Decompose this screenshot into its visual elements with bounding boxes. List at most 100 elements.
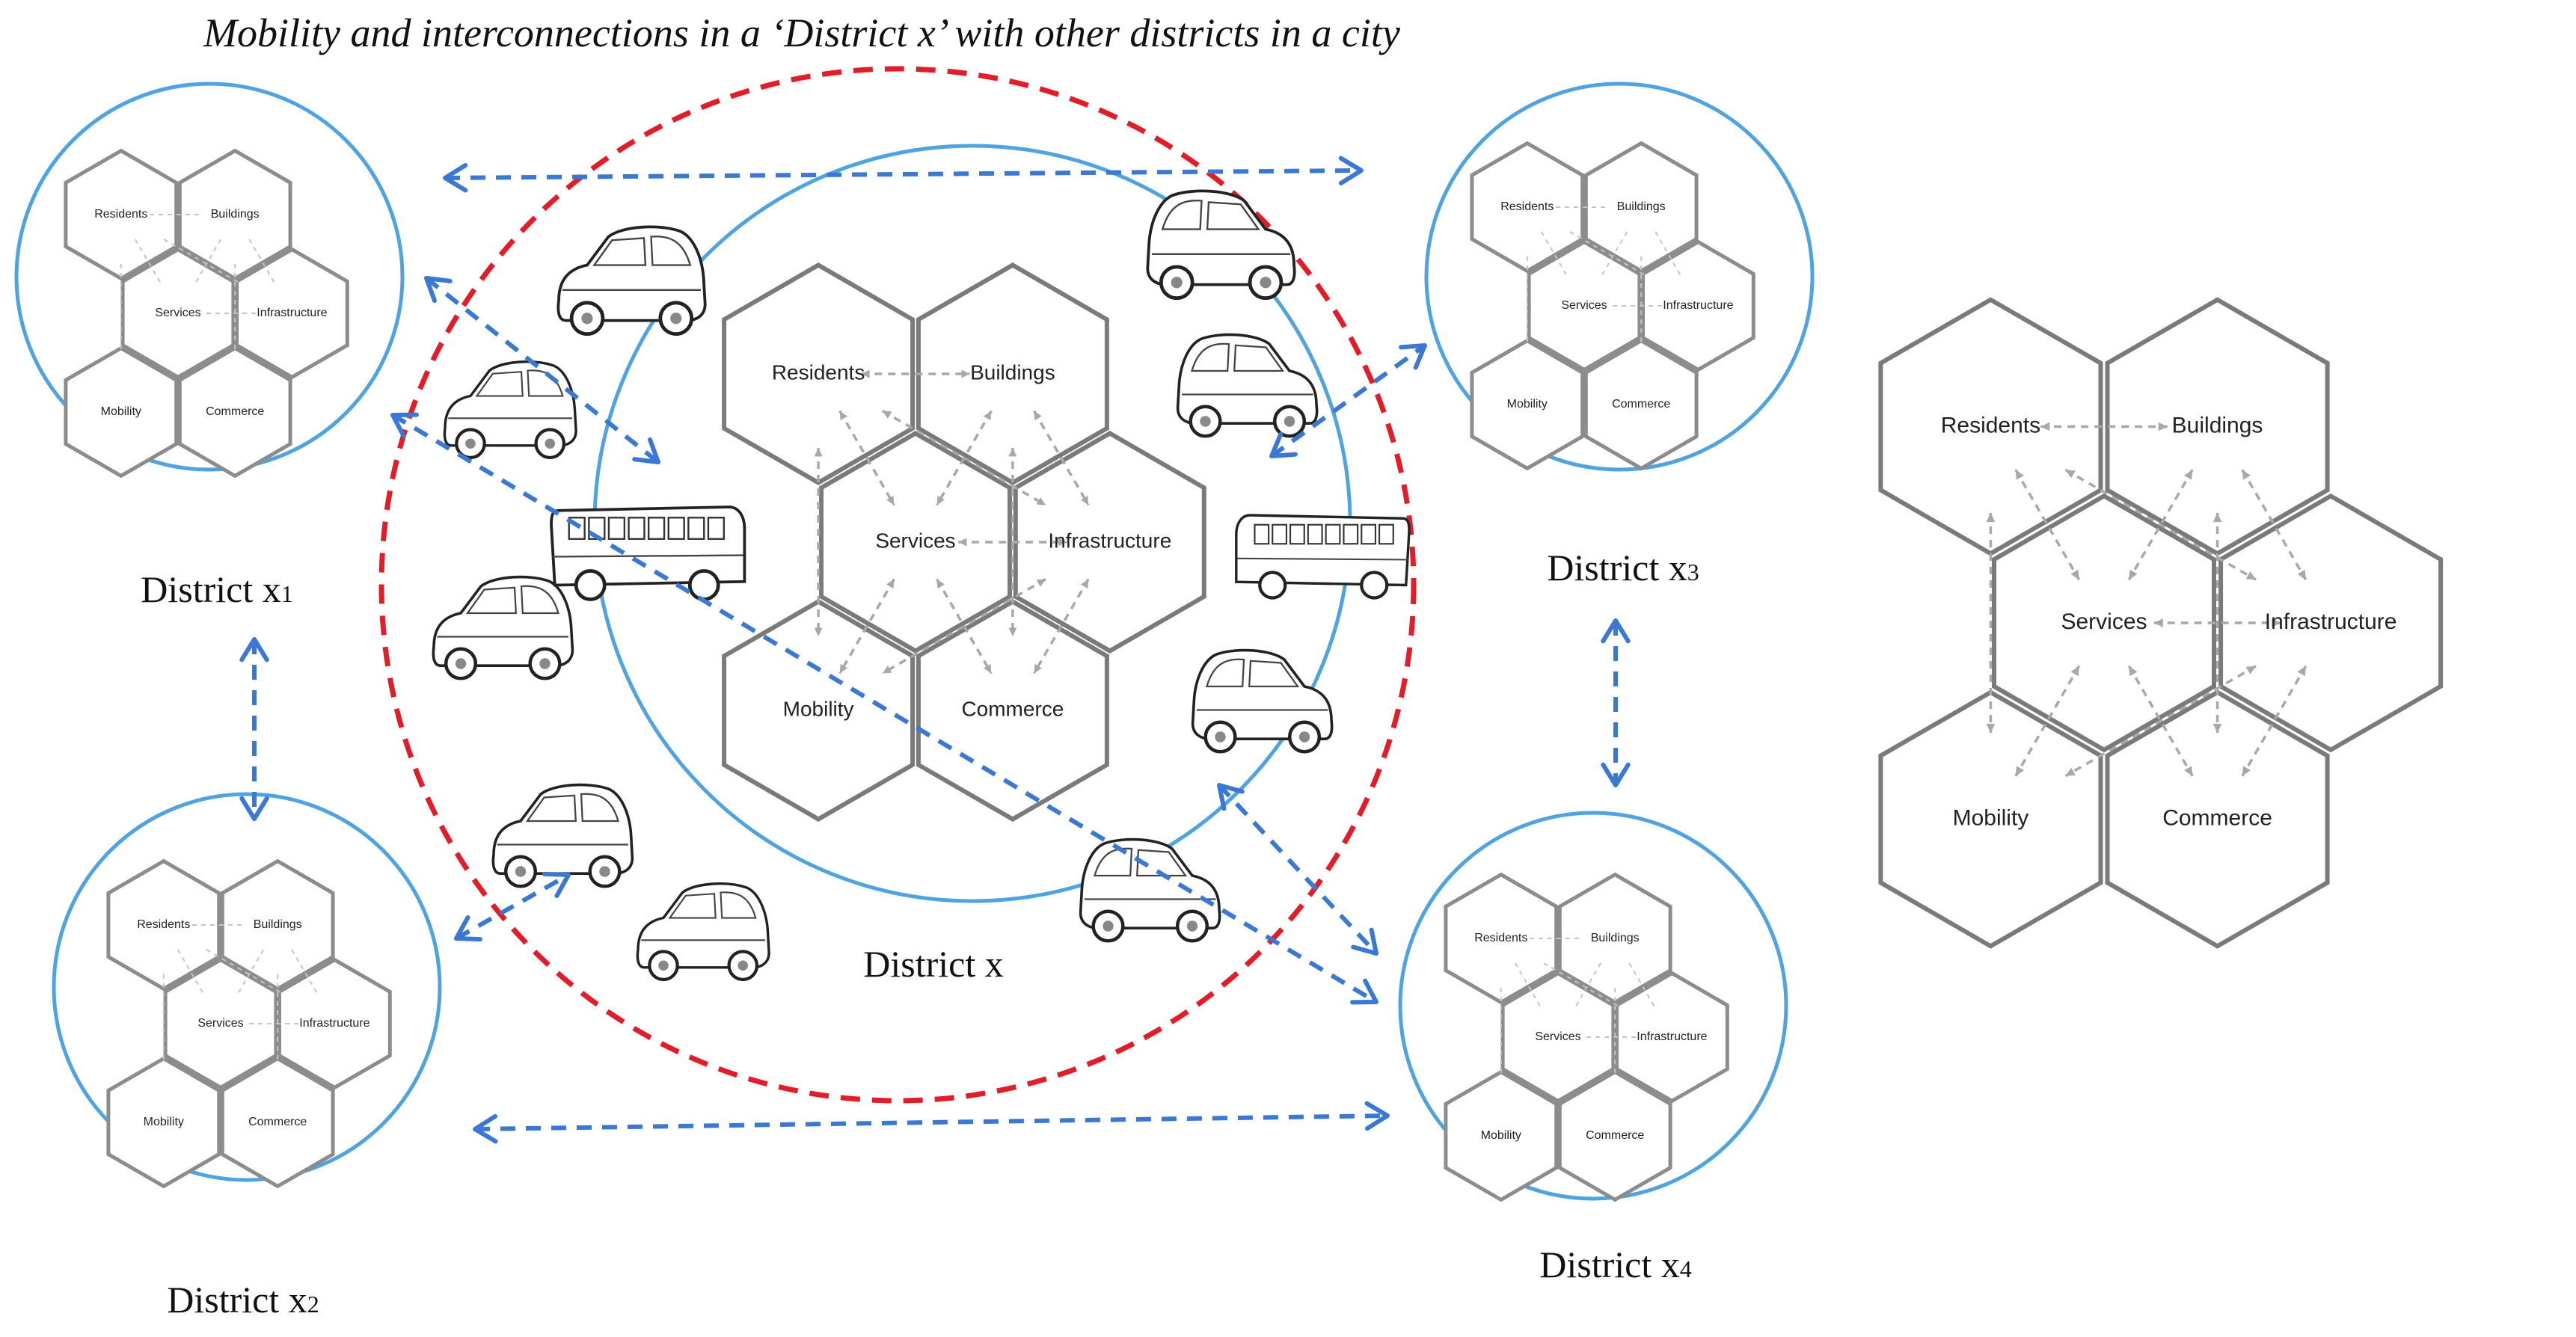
link-arrowhead bbox=[886, 579, 895, 589]
hexagon-buildings bbox=[177, 148, 292, 281]
link-arrowhead bbox=[2015, 766, 2024, 776]
hexagon-services bbox=[1527, 239, 1642, 372]
car-icon bbox=[1176, 333, 1319, 438]
hexagon-commerce bbox=[2105, 689, 2330, 949]
hexagon-residents bbox=[1470, 141, 1585, 274]
link-arrowhead bbox=[983, 411, 992, 421]
hexagon-services bbox=[1500, 971, 1616, 1104]
link-infrastructure-commerce bbox=[1032, 578, 1090, 674]
hex-label-infrastructure: Infrastructure bbox=[1048, 529, 1171, 552]
connection-x1-x4 bbox=[390, 412, 1379, 1005]
hex-label-services: Services bbox=[197, 1017, 243, 1030]
link-arrowhead bbox=[936, 579, 945, 589]
hex-label-commerce: Commerce bbox=[2162, 805, 2272, 830]
district-x4-label: District x4 bbox=[1539, 1244, 1691, 1285]
hex-label-mobility: Mobility bbox=[144, 1116, 184, 1128]
link-residents-infrastructure bbox=[2064, 468, 2257, 581]
connection-district-x-x4 bbox=[1217, 783, 1379, 956]
hexagon-mobility bbox=[106, 1056, 221, 1189]
link-infrastructure-mobility bbox=[881, 577, 1046, 675]
hex-label-commerce: Commerce bbox=[961, 697, 1064, 720]
connection-x2-x4 bbox=[473, 1101, 1390, 1144]
hex-label-buildings: Buildings bbox=[2172, 413, 2263, 437]
hex-label-infrastructure: Infrastructure bbox=[2265, 609, 2397, 634]
hex-label-residents: Residents bbox=[1941, 413, 2040, 437]
hex-label-commerce: Commerce bbox=[1586, 1129, 1644, 1142]
link-arrowhead bbox=[2242, 470, 2251, 480]
car-icon bbox=[1191, 648, 1334, 754]
link-residents-infrastructure bbox=[1569, 231, 1648, 277]
link-arrowhead bbox=[2065, 767, 2076, 776]
hexagon-buildings bbox=[916, 262, 1109, 485]
link-arrowhead bbox=[936, 495, 945, 505]
hex-label-services: Services bbox=[875, 529, 955, 552]
link-arrowhead bbox=[2245, 571, 2257, 580]
link-arrowhead bbox=[1080, 579, 1089, 589]
hexagon-buildings bbox=[1557, 872, 1672, 1005]
link-residents-services bbox=[838, 410, 895, 506]
hex-label-mobility: Mobility bbox=[783, 697, 854, 720]
link-arrowhead bbox=[1034, 411, 1042, 421]
hex-label-infrastructure: Infrastructure bbox=[1663, 299, 1733, 312]
link-arrowhead bbox=[1034, 663, 1042, 674]
bus-icon bbox=[1235, 514, 1411, 600]
hex-label-mobility: Mobility bbox=[1953, 805, 2029, 830]
link-arrowhead bbox=[2158, 422, 2168, 431]
hexagon-residents bbox=[1444, 872, 1559, 1005]
link-services-mobility bbox=[838, 578, 895, 674]
hexagon-commerce bbox=[177, 345, 292, 479]
hex-label-residents: Residents bbox=[772, 360, 865, 384]
hexagon-services bbox=[1992, 493, 2216, 753]
link-arrowhead bbox=[1986, 723, 1996, 733]
hex-label-residents: Residents bbox=[137, 918, 190, 931]
hexagon-services bbox=[819, 431, 1012, 654]
hex-label-infrastructure: Infrastructure bbox=[1637, 1030, 1707, 1043]
hexagon-services bbox=[120, 247, 236, 380]
link-arrowhead bbox=[2015, 470, 2024, 480]
car-icon bbox=[556, 225, 707, 336]
link-arrowhead bbox=[1008, 448, 1017, 457]
hexagon-mobility bbox=[1444, 1069, 1559, 1202]
diagram-title: Mobility and interconnections in a ‘Dist… bbox=[203, 10, 1400, 55]
link-arrowhead bbox=[839, 663, 848, 674]
hex-label-residents: Residents bbox=[1500, 200, 1554, 213]
hexagon-mobility bbox=[64, 345, 179, 479]
link-arrowhead bbox=[1036, 497, 1046, 505]
link-arrowhead bbox=[983, 663, 992, 674]
hex-label-residents: Residents bbox=[94, 208, 147, 221]
hexagon-residents bbox=[64, 148, 179, 281]
hexagon-residents bbox=[106, 858, 221, 992]
hex-label-residents: Residents bbox=[1474, 932, 1527, 944]
hex-label-commerce: Commerce bbox=[206, 405, 264, 418]
hexagon-buildings bbox=[220, 858, 335, 992]
connection-x1-x2 bbox=[239, 637, 269, 821]
hex-label-infrastructure: Infrastructure bbox=[299, 1017, 369, 1030]
link-arrowhead bbox=[958, 538, 967, 547]
hex-label-infrastructure: Infrastructure bbox=[257, 307, 327, 319]
link-arrowhead bbox=[2184, 470, 2193, 480]
connection-x3-x4 bbox=[1601, 618, 1631, 787]
car-icon bbox=[491, 783, 634, 888]
link-buildings-services bbox=[936, 410, 993, 506]
car-icon bbox=[1146, 189, 1296, 301]
hexagon-services bbox=[163, 957, 278, 1090]
link-residents-infrastructure bbox=[206, 949, 284, 995]
hex-label-services: Services bbox=[1535, 1030, 1580, 1043]
district-x1-label: District x1 bbox=[141, 568, 292, 610]
link-arrowhead bbox=[2129, 666, 2138, 677]
link-arrowhead bbox=[2242, 766, 2251, 776]
hex-label-buildings: Buildings bbox=[211, 208, 260, 221]
link-residents-infrastructure bbox=[1543, 962, 1622, 1009]
car-icon bbox=[1079, 837, 1221, 943]
link-arrowhead bbox=[814, 627, 823, 636]
link-arrowhead bbox=[2070, 666, 2079, 677]
hex-label-services: Services bbox=[2061, 609, 2147, 634]
hex-label-services: Services bbox=[155, 307, 200, 319]
link-arrowhead bbox=[2184, 766, 2193, 776]
car-icon bbox=[432, 575, 574, 680]
hex-label-buildings: Buildings bbox=[970, 360, 1055, 384]
